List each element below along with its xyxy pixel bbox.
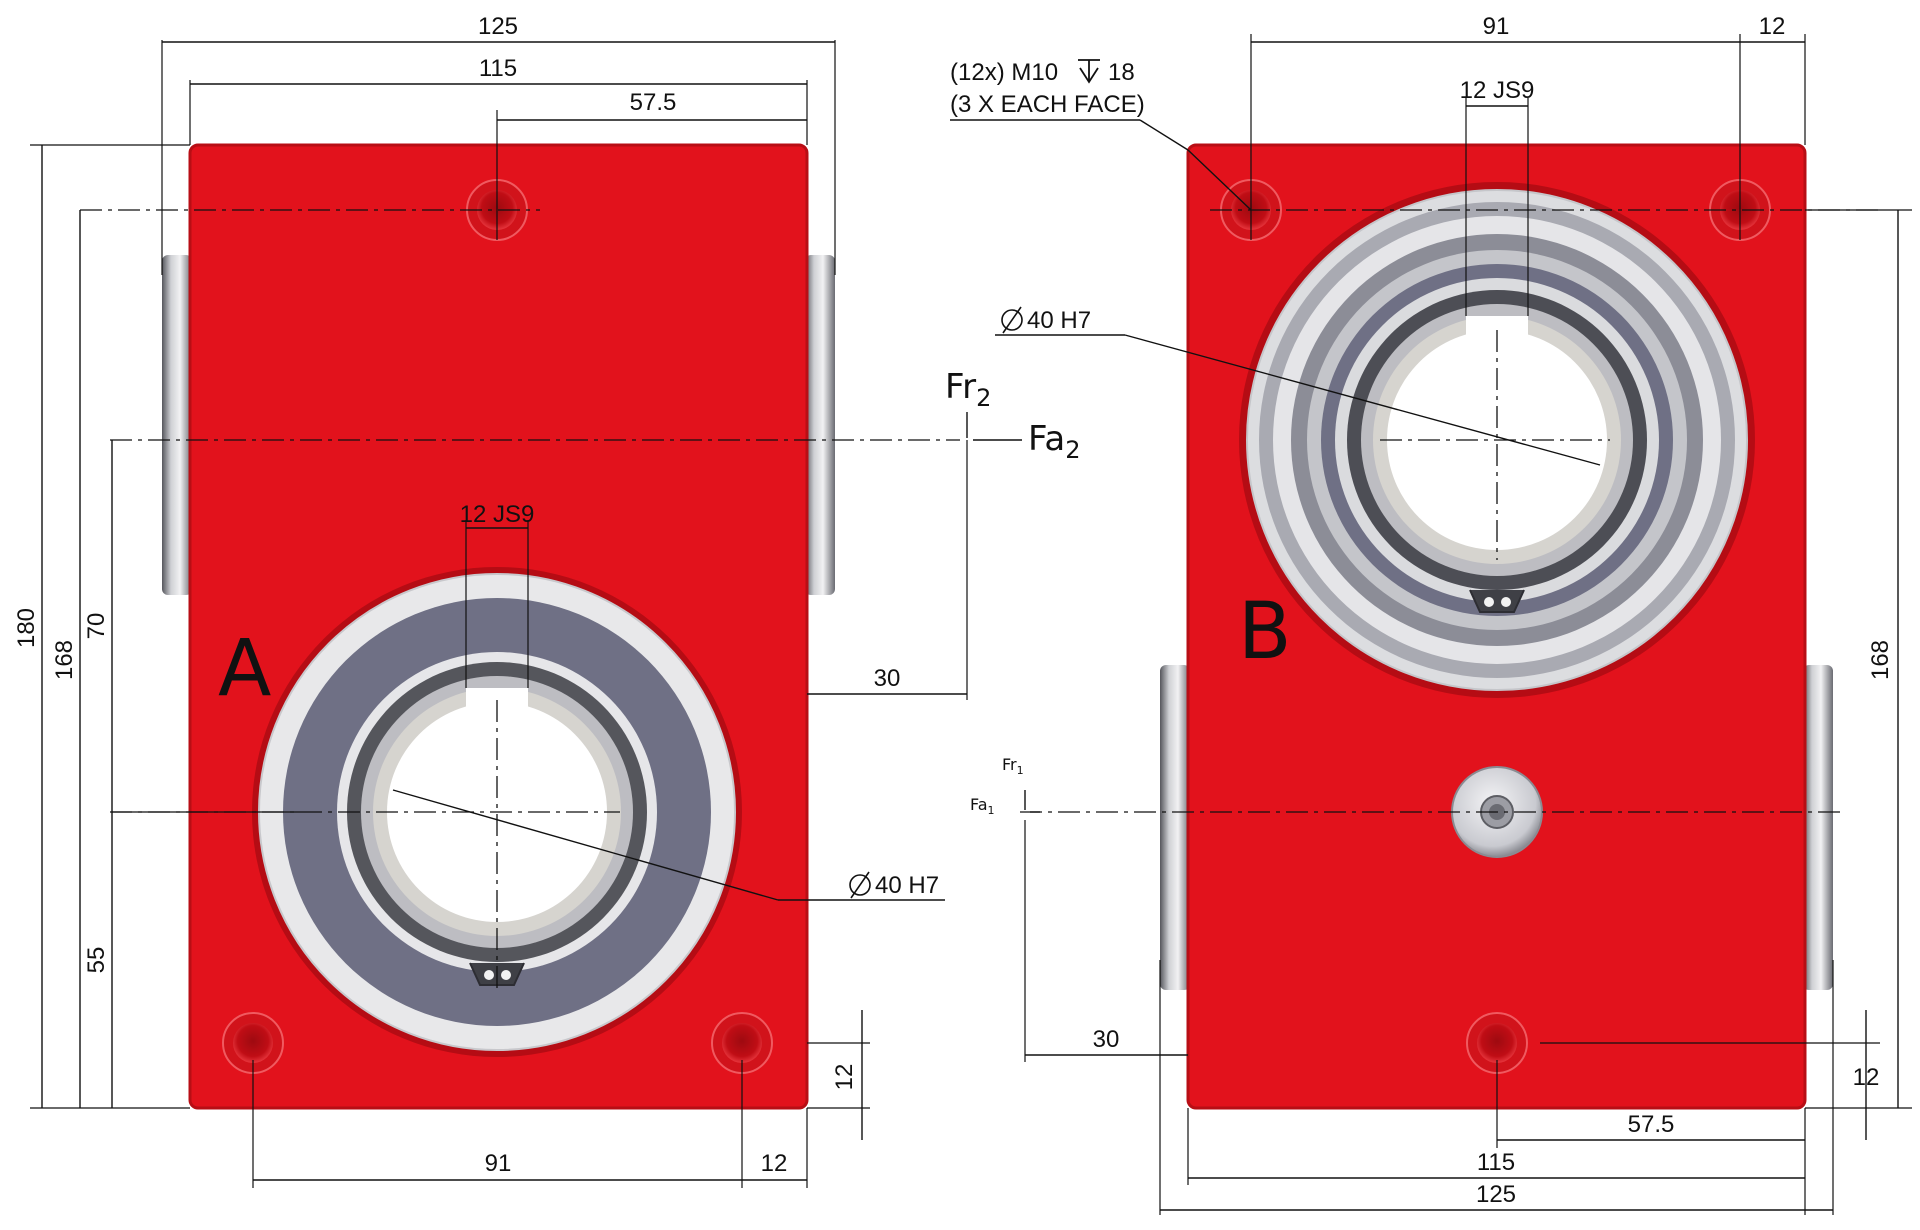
dim-a-width-inner: 115: [479, 55, 517, 82]
force-b-axial: Fa1: [970, 795, 995, 817]
svg-text:(3 X EACH FACE): (3 X EACH FACE): [950, 91, 1145, 118]
mount-hole-a-br: [711, 1012, 773, 1074]
dim-a-height-holes: 168: [51, 640, 78, 680]
dim-b-bottom: [1159, 960, 1834, 1215]
dim-b-right: [1540, 209, 1912, 1140]
dim-a-hole-edge: [807, 1010, 870, 1140]
dim-a-hole-spacing: 91: [485, 1150, 512, 1177]
dim-a-shaft-center: 70: [83, 613, 110, 640]
dim-a-half: 57.5: [630, 89, 677, 116]
view-a: 125 115 57.5 12 JS9 40 H7 180 168: [13, 13, 1081, 1188]
force-a-axial: Fa2: [1028, 419, 1081, 464]
thread-note: (12x) M10 18 (3 X EACH FACE): [950, 59, 1252, 211]
dim-a-hole-margin: 12: [761, 1150, 788, 1177]
side-hub-right-b: [1803, 665, 1833, 990]
side-hub-left-a: [162, 255, 192, 595]
dim-b-width-total: 125: [1476, 1181, 1516, 1208]
dim-b-hole-spacing: 91: [1483, 13, 1510, 40]
mount-hole-a-bl: [222, 1012, 284, 1074]
dim-b-hole-margin: 12: [1759, 13, 1786, 40]
view-b: 91 12 (12x) M10 18 (3 X EACH FACE) 12 JS…: [950, 13, 1912, 1215]
view-a-label: A: [218, 624, 271, 714]
dim-a-bore-center: 55: [83, 947, 110, 974]
dim-a-keyway: [465, 520, 529, 688]
dim-a-width-total: 125: [478, 13, 518, 40]
dim-b-top: [1250, 34, 1806, 240]
dim-b-height-holes: 168: [1867, 640, 1894, 680]
dim-a-hole-edge-label: 12: [831, 1064, 858, 1091]
dim-b-keyway: [1465, 98, 1529, 316]
dim-a-bottom: [252, 1060, 808, 1188]
side-hub-right-a: [805, 255, 835, 595]
dim-b-width-inner: 115: [1477, 1149, 1515, 1176]
dim-b-half: 57.5: [1628, 1111, 1675, 1138]
depth-symbol-icon: [1078, 59, 1100, 84]
dim-b-bore-label: 40 H7: [1027, 307, 1091, 334]
dim-a-offset-label: 30: [874, 665, 901, 692]
force-a-radial: Fr2: [945, 367, 991, 412]
dim-b-keyway-label: 12 JS9: [1460, 77, 1535, 104]
dim-a-left: [30, 144, 300, 1109]
dim-a-bore: [392, 789, 945, 901]
dim-a-top: [161, 40, 836, 275]
svg-text:(12x) M10: (12x) M10: [950, 59, 1058, 86]
svg-text:18: 18: [1108, 59, 1135, 86]
dim-a-offset: [807, 440, 968, 700]
dim-b-offset-label: 30: [1093, 1026, 1120, 1053]
force-arrows-a: [966, 412, 1022, 441]
view-b-label: B: [1238, 587, 1292, 677]
circlip-b: [1469, 589, 1525, 613]
force-b-radial: Fr1: [1002, 755, 1024, 777]
dim-a-keyway-label: 12 JS9: [460, 501, 535, 528]
force-arrows-b: [1024, 790, 1040, 813]
dim-b-offset: [1024, 820, 1188, 1062]
dim-b-hole-edge: 12: [1853, 1064, 1880, 1091]
side-hub-left-b: [1160, 665, 1190, 990]
dim-a-height-total: 180: [13, 608, 40, 648]
dim-a-bore-label: 40 H7: [875, 872, 939, 899]
dim-b-bore: [995, 306, 1601, 466]
mount-hole-b-bottom: [1466, 1012, 1528, 1074]
